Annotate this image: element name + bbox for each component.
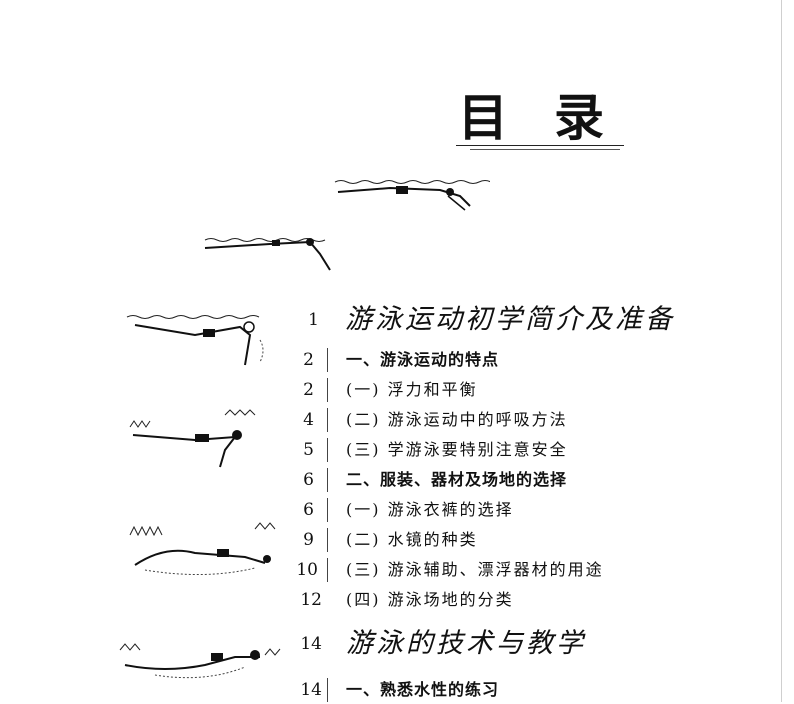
- toc-separator: [327, 348, 328, 372]
- toc-page-number: 10: [296, 560, 318, 580]
- title-underline-2: [470, 149, 620, 150]
- toc-page-number: 5: [303, 440, 314, 460]
- toc-subsection-title: (二) 游泳运动中的呼吸方法: [346, 410, 568, 429]
- toc-chapter-row[interactable]: 1 游泳运动初学简介及准备: [0, 300, 780, 335]
- toc-page-number: 2: [303, 380, 314, 400]
- toc-section-title: 一、游泳运动的特点: [346, 350, 500, 369]
- toc-section-row[interactable]: 6 二、服装、器材及场地的选择: [0, 466, 780, 494]
- toc-separator: [327, 558, 328, 582]
- swimmer-stroke-icon: [129, 409, 256, 468]
- swimmer-stroke-icon: [129, 522, 276, 576]
- toc-page-number: 14: [300, 680, 322, 700]
- title-char-1: 目: [458, 89, 508, 147]
- toc-page-number: 6: [303, 470, 314, 490]
- swimmer-glide-icon: [119, 643, 281, 679]
- toc-subsection-row[interactable]: 2 (一) 浮力和平衡: [0, 376, 780, 404]
- toc-separator: [327, 378, 328, 402]
- toc-subsection-row[interactable]: 12 (四) 游泳场地的分类: [0, 586, 780, 614]
- toc-section-title: 二、服装、器材及场地的选择: [346, 470, 568, 489]
- toc-page-number: 12: [300, 590, 322, 610]
- toc-separator: [327, 498, 328, 522]
- swimmer-stroke-icon: [126, 315, 264, 366]
- title-char-2: 录: [554, 89, 604, 147]
- toc-chapter-row[interactable]: 14 游泳的技术与教学: [0, 624, 780, 659]
- toc-subsection-row[interactable]: 6 (一) 游泳衣裤的选择: [0, 496, 780, 524]
- swimmer-glide-icon: [204, 238, 331, 271]
- toc-subsection-row[interactable]: 4 (二) 游泳运动中的呼吸方法: [0, 406, 780, 434]
- toc-section-row[interactable]: 14 一、熟悉水性的练习: [0, 676, 780, 704]
- toc-page-number: 9: [303, 530, 314, 550]
- toc-section-title: 一、熟悉水性的练习: [346, 680, 500, 699]
- toc-section-row[interactable]: 2 一、游泳运动的特点: [0, 346, 780, 374]
- toc-page-number: 4: [303, 410, 314, 430]
- toc-separator: [327, 408, 328, 432]
- page-title: 目录: [458, 88, 604, 148]
- toc-subsection-title: (四) 游泳场地的分类: [346, 590, 514, 609]
- toc-page-number: 1: [308, 310, 319, 330]
- toc-page-number: 14: [300, 634, 322, 654]
- toc-separator: [327, 528, 328, 552]
- title-underline: [456, 145, 624, 146]
- toc-subsection-title: (一) 游泳衣裤的选择: [346, 500, 514, 519]
- toc-subsection-row[interactable]: 9 (二) 水镜的种类: [0, 526, 780, 554]
- toc-page-number: 2: [303, 350, 314, 370]
- toc-subsection-title: (二) 水镜的种类: [346, 530, 478, 549]
- toc-subsection-title: (三) 游泳辅助、漂浮器材的用途: [346, 560, 604, 579]
- toc-separator: [327, 468, 328, 492]
- toc-subsection-row[interactable]: 10 (三) 游泳辅助、漂浮器材的用途: [0, 556, 780, 584]
- toc-subsection-row[interactable]: 5 (三) 学游泳要特别注意安全: [0, 436, 780, 464]
- page-edge: [781, 0, 782, 702]
- toc-chapter-title: 游泳运动初学简介及准备: [345, 304, 675, 335]
- swimmer-dive-icon: [334, 180, 490, 211]
- toc-subsection-title: (一) 浮力和平衡: [346, 380, 478, 399]
- toc-separator: [327, 438, 328, 462]
- toc-chapter-title: 游泳的技术与教学: [346, 628, 586, 659]
- toc-separator: [327, 678, 328, 702]
- toc-subsection-title: (三) 学游泳要特别注意安全: [346, 440, 568, 459]
- toc-page-number: 6: [303, 500, 314, 520]
